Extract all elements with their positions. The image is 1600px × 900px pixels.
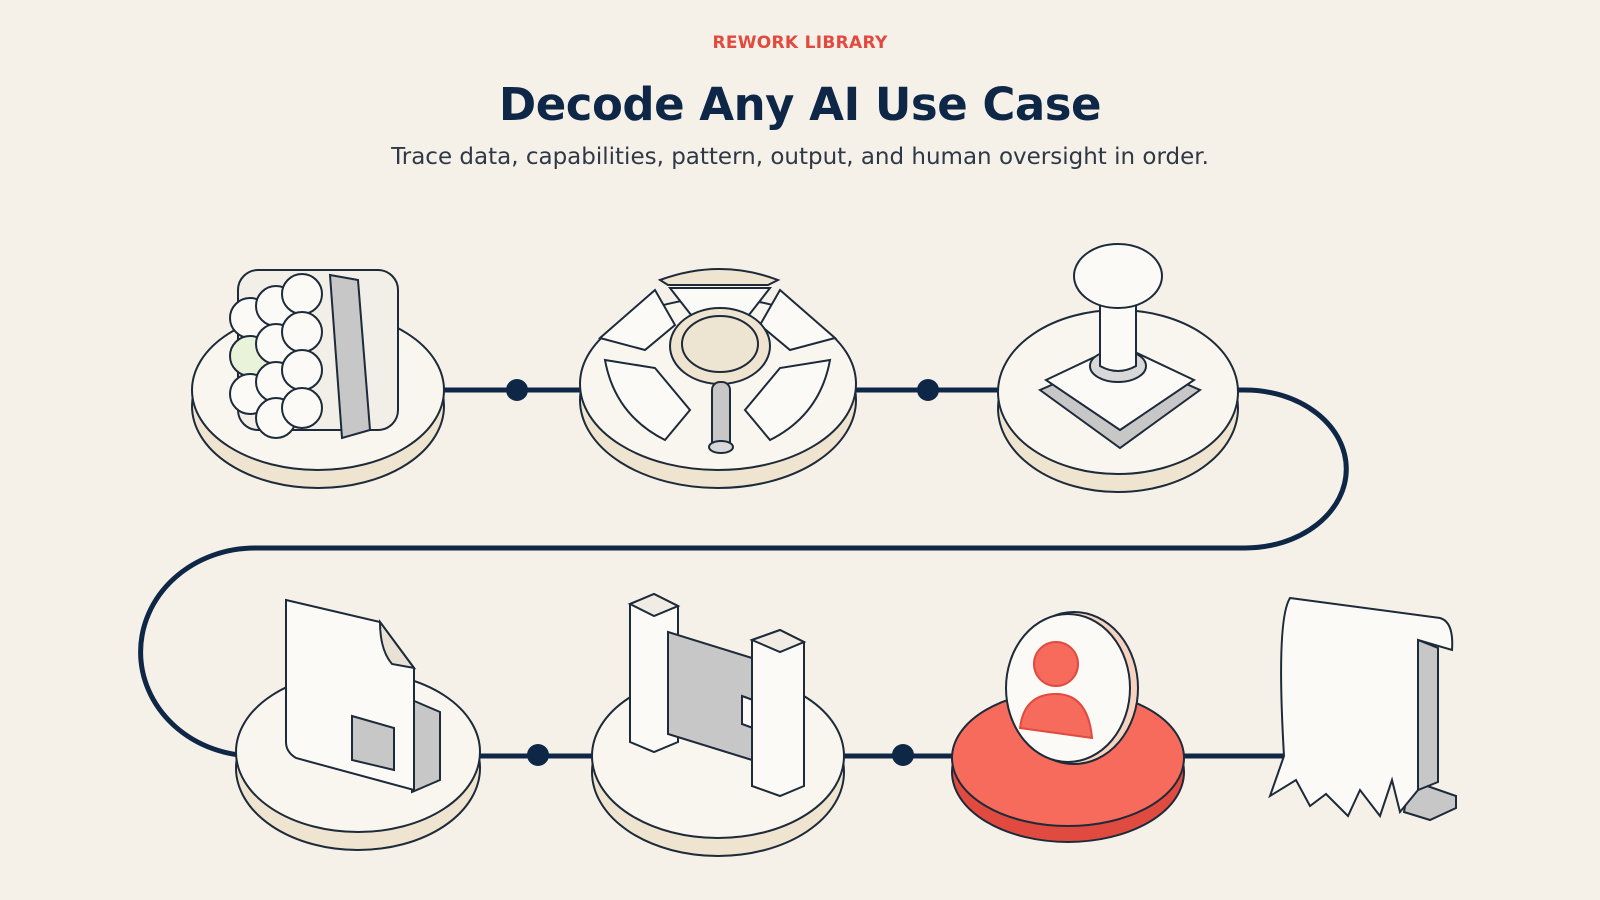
step-scroll	[1268, 596, 1457, 822]
connector-dot	[917, 379, 939, 401]
page-subtitle: Trace data, capabilities, pattern, outpu…	[391, 144, 1209, 170]
pattern-stamp-icon	[1037, 243, 1203, 450]
human-oversight-icon	[1005, 611, 1139, 765]
step-gate	[591, 592, 845, 857]
step-pattern	[997, 243, 1239, 493]
step-human-oversight	[951, 611, 1185, 843]
connector-dot	[527, 744, 549, 766]
step-output	[235, 598, 481, 851]
scroll-receipt-icon	[1268, 596, 1457, 822]
output-document-icon	[285, 598, 441, 794]
step-capabilities	[579, 268, 857, 489]
connector-dot	[892, 744, 914, 766]
flow-connector-path	[138, 387, 1349, 759]
data-cylinders-icon	[229, 269, 399, 440]
page-title: Decode Any AI Use Case	[498, 78, 1102, 131]
connector-dot	[506, 379, 528, 401]
capabilities-magnifier-icon	[597, 268, 838, 454]
gate-binder-icon	[627, 592, 807, 798]
eyebrow-label: REWORK LIBRARY	[712, 33, 888, 53]
step-data	[191, 269, 445, 489]
